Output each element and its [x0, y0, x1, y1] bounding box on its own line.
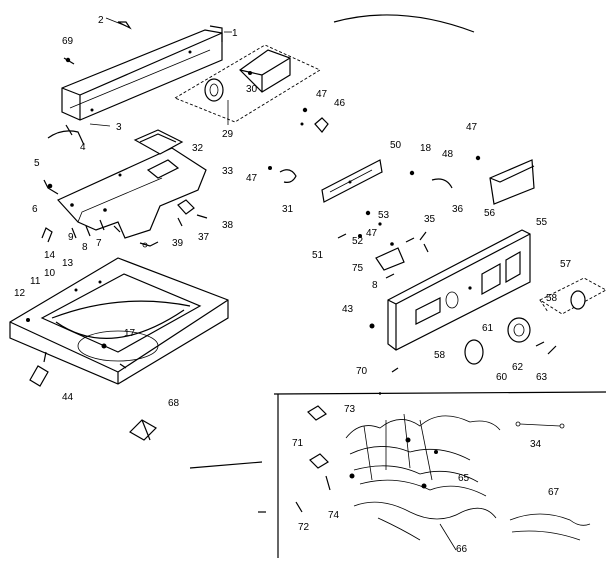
bracket-part-50 — [321, 159, 383, 203]
callout-32: 32 — [192, 143, 204, 154]
callout-1: 1 — [232, 28, 238, 39]
callout-7: 7 — [96, 238, 102, 249]
callout-29: 29 — [222, 129, 234, 140]
callout-18: 18 — [420, 143, 432, 154]
washer-top-part — [9, 257, 229, 385]
callout-69: 69 — [62, 36, 74, 47]
callout-8-b: 8 — [372, 280, 378, 291]
callout-48: 48 — [442, 149, 454, 160]
callout-35: 35 — [424, 214, 436, 225]
callout-71: 71 — [292, 438, 304, 449]
callout-46: 46 — [334, 98, 346, 109]
timer-assembly-part — [173, 44, 321, 123]
callout-17: 17 — [124, 328, 136, 339]
bracket-part-56 — [489, 159, 535, 205]
screw-part-69 — [63, 57, 75, 65]
callout-75: 75 — [352, 263, 364, 274]
callout-56: 56 — [484, 208, 496, 219]
callout-70: 70 — [356, 366, 368, 377]
callout-38: 38 — [222, 220, 234, 231]
callout-68: 68 — [168, 398, 180, 409]
callout-14: 14 — [44, 250, 56, 261]
callout-2: 2 — [98, 15, 104, 26]
callout-44: 44 — [62, 392, 74, 403]
callout-66: 66 — [456, 544, 468, 555]
callout-51: 51 — [312, 250, 324, 261]
callout-47-b: 47 — [246, 173, 258, 184]
callout-36: 36 — [452, 204, 464, 215]
callout-73: 73 — [344, 404, 356, 415]
callout-62: 62 — [512, 362, 524, 373]
callout-72: 72 — [298, 522, 310, 533]
callout-30: 30 — [246, 84, 258, 95]
callout-12: 12 — [14, 288, 26, 299]
callout-61: 61 — [482, 323, 494, 334]
callout-47-c: 47 — [466, 122, 478, 133]
callout-60: 60 — [496, 372, 508, 383]
callout-47-a: 47 — [316, 89, 328, 100]
console-panel-part — [61, 25, 223, 121]
callout-31: 31 — [282, 204, 294, 215]
callout-63: 63 — [536, 372, 548, 383]
callout-3: 3 — [116, 122, 122, 133]
callout-52: 52 — [352, 236, 364, 247]
bracket-part-32 — [133, 129, 184, 155]
wiring-harness-inset — [273, 391, 607, 558]
callout-50: 50 — [390, 140, 402, 151]
callout-8: 8 — [82, 242, 88, 253]
callout-58-a: 58 — [434, 350, 446, 361]
callout-33: 33 — [222, 166, 234, 177]
callout-58-b: 58 — [546, 293, 558, 304]
back-panel-part — [387, 229, 531, 351]
callout-55: 55 — [536, 217, 548, 228]
callout-34: 34 — [530, 439, 542, 450]
callout-5: 5 — [34, 158, 40, 169]
callout-65: 65 — [458, 473, 470, 484]
callout-43: 43 — [342, 304, 354, 315]
callout-9: 9 — [68, 232, 74, 243]
housing-plate-part — [57, 147, 207, 239]
callout-53: 53 — [378, 210, 390, 221]
callout-labels: 1 2 3 4 5 6 7 8 9 10 11 12 13 14 17 18 2… — [14, 15, 572, 555]
callout-74: 74 — [328, 510, 340, 521]
callout-37: 37 — [198, 232, 210, 243]
callout-67: 67 — [548, 487, 560, 498]
callout-13: 13 — [62, 258, 74, 269]
switch-cluster-part — [337, 210, 429, 279]
callout-39: 39 — [172, 238, 184, 249]
callout-10: 10 — [44, 268, 56, 279]
callout-47-d: 47 — [366, 228, 378, 239]
callout-57: 57 — [560, 259, 572, 270]
callout-6: 6 — [32, 204, 38, 215]
callout-4: 4 — [80, 142, 86, 153]
callout-11: 11 — [30, 276, 41, 287]
